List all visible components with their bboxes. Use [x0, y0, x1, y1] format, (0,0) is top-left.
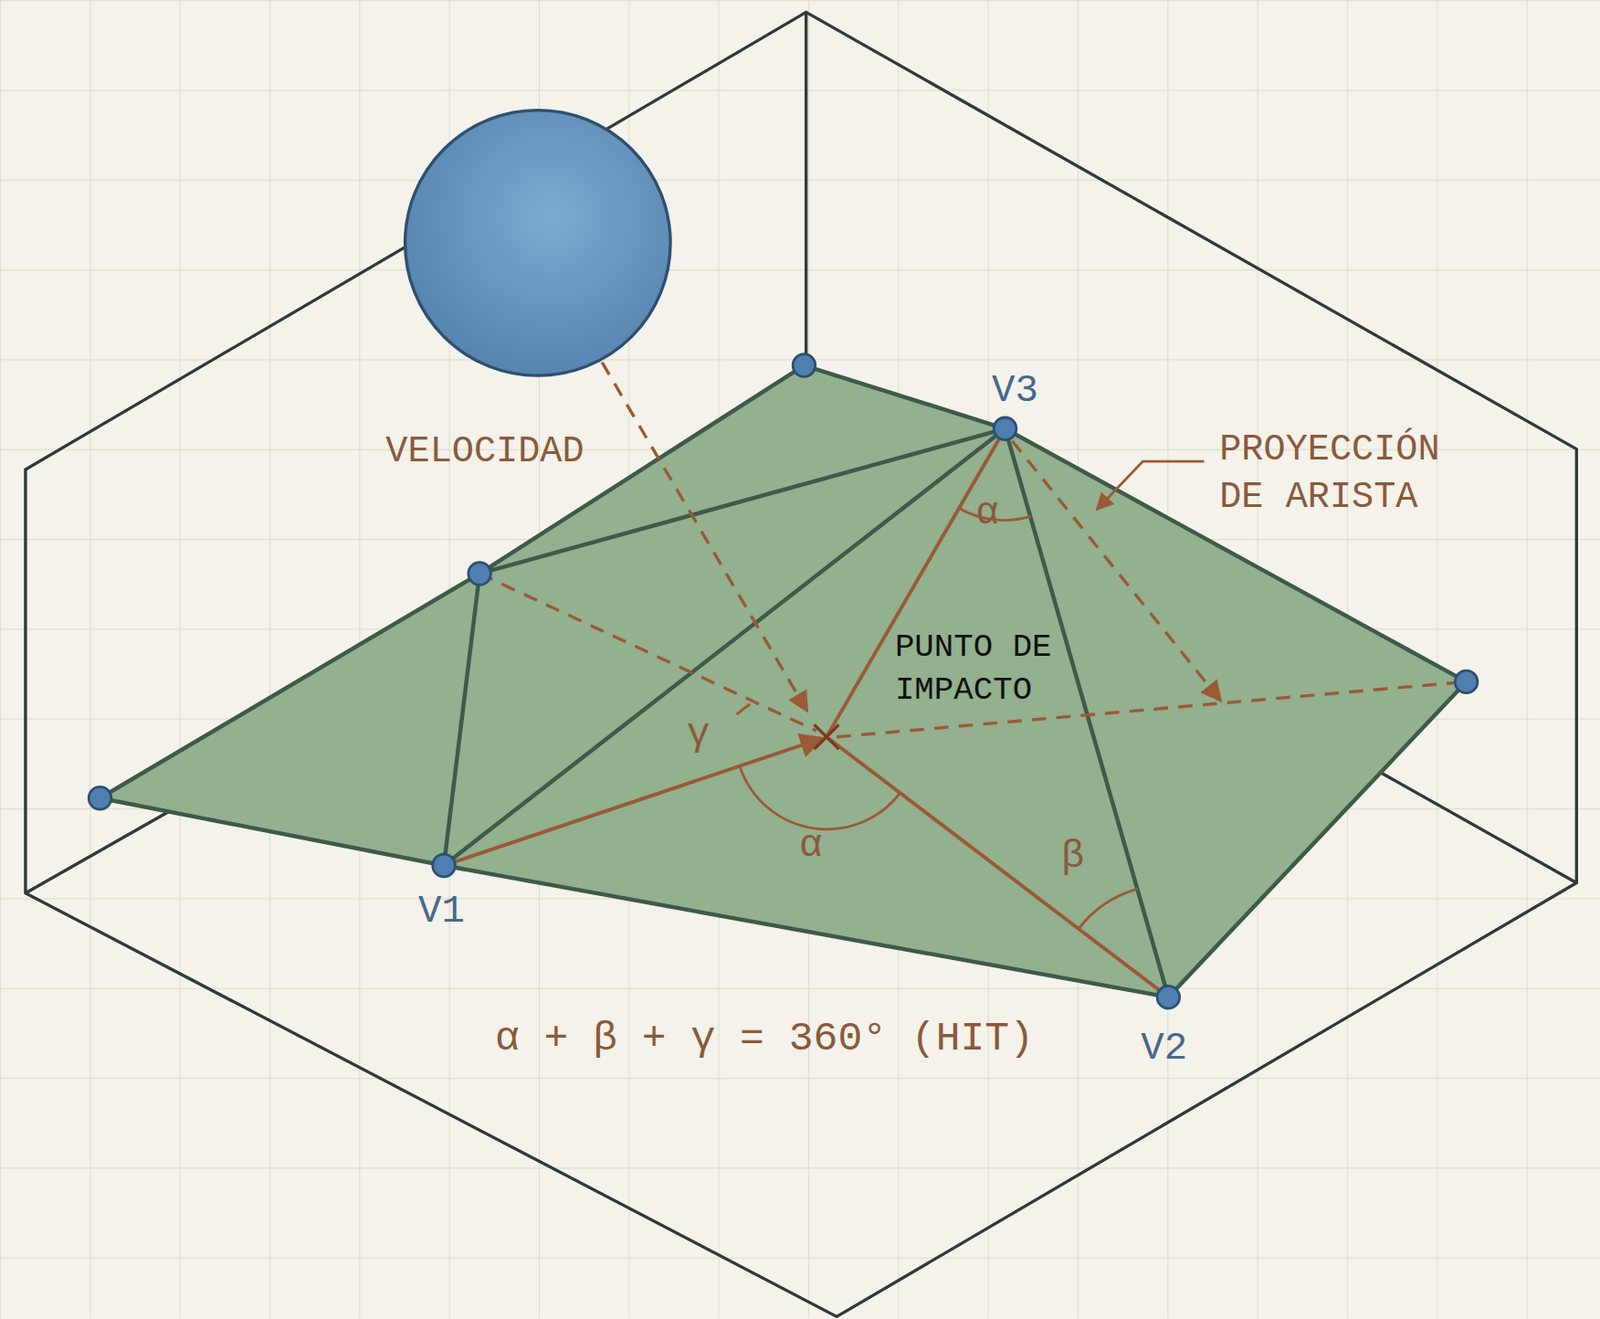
angle-label: α: [799, 820, 822, 871]
angle-label: β: [1061, 831, 1085, 882]
impact-point-label: PUNTO DE IMPACTO: [894, 626, 1077, 712]
leader-line: [1097, 461, 1204, 508]
vertex-label: V3: [991, 365, 1039, 416]
projection-lines: [479, 362, 1466, 737]
angle-label: γ: [686, 707, 710, 758]
sphere: [405, 110, 672, 377]
bounding-cube: [25, 11, 1577, 1316]
formula-label: α + β + γ = 360° (HIT): [494, 1011, 1034, 1065]
velocity-label: VELOCIDAD: [385, 428, 584, 476]
impact-vectors: [443, 428, 1169, 997]
edge-projection-label: PROYECCIÓN DE ARISTA: [1219, 426, 1487, 523]
vertex-label: V1: [418, 885, 465, 937]
vertex-label: V2: [1140, 1022, 1188, 1074]
angle-label: α: [975, 487, 999, 538]
